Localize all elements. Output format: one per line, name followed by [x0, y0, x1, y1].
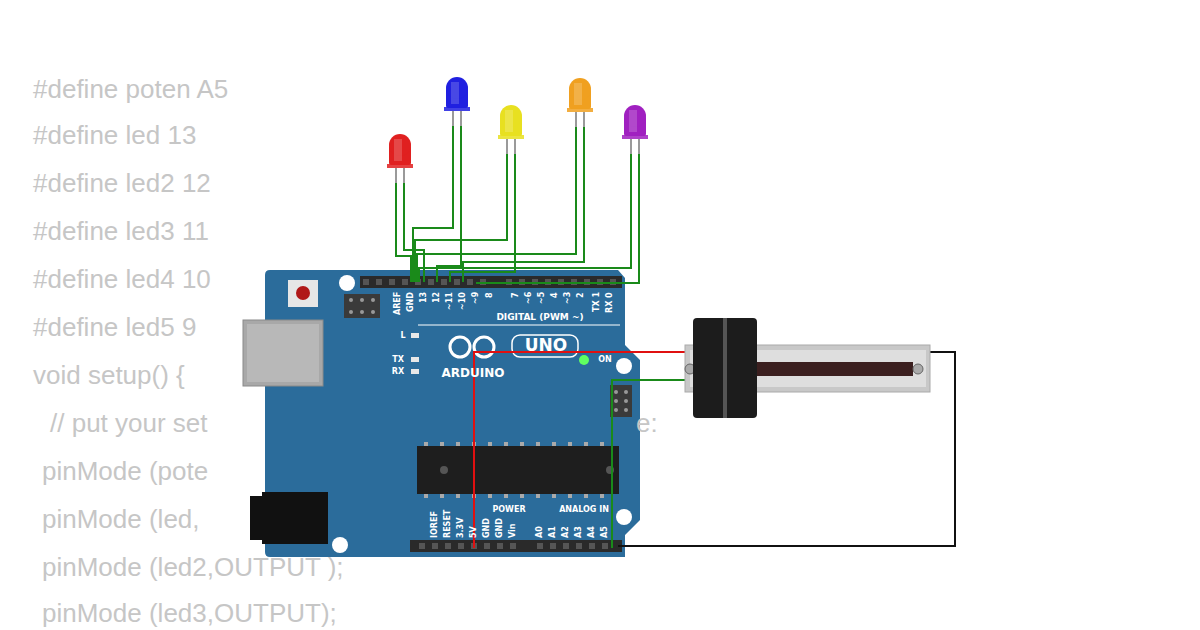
code-text: pinMode (led,	[42, 505, 200, 535]
code-text: pinMode (led2,OUTPUT );	[42, 553, 344, 583]
code-text: void setup() {	[33, 361, 185, 391]
pin-label: ~10	[458, 292, 467, 310]
pin-label: A1	[548, 526, 557, 538]
led-wire	[396, 126, 639, 283]
code-text: #define poten A5	[33, 75, 228, 105]
pin-label: A0	[535, 526, 544, 538]
code-text: #define led2 12	[33, 169, 211, 199]
pin-label: 4	[550, 292, 559, 298]
pin-label: 12	[432, 292, 441, 303]
vcc-wire	[474, 352, 686, 548]
pin-label: Vin	[508, 524, 517, 539]
code-text: #define led4 10	[33, 265, 211, 295]
code-text: pinMode (pote	[42, 457, 208, 487]
pin-label: RESET	[443, 510, 452, 538]
pin-label: TX 1	[592, 292, 601, 312]
icsp-header	[610, 385, 632, 417]
red-led	[387, 134, 413, 183]
code-text: pinMode (led3,OUTPUT);	[42, 599, 337, 629]
slider-knob	[693, 318, 757, 418]
pin-label: A4	[587, 526, 596, 538]
pin-label: ~6	[524, 292, 533, 304]
pin-label: ~11	[445, 292, 454, 310]
code-text: #define led5 9	[33, 313, 196, 343]
pin-label: 3.3V	[456, 518, 465, 538]
board-label: ARDUINO	[442, 367, 505, 381]
signal-wire	[612, 380, 686, 548]
pin-label: AREF	[393, 292, 402, 315]
pin-label: 8	[485, 292, 494, 298]
pin-label: GND	[495, 518, 504, 538]
yellow-led	[498, 105, 524, 154]
icsp-header	[344, 294, 380, 318]
pin-label: 5V	[469, 526, 478, 538]
pin-label: ~5	[537, 292, 546, 304]
pin-label: 7	[511, 292, 520, 298]
pin-label: ~9	[471, 292, 480, 304]
pin-label: ~3	[563, 292, 572, 304]
board-label: UNO	[525, 336, 567, 356]
code-text: e:	[636, 409, 658, 439]
power-led	[579, 355, 589, 365]
microcontroller-chip	[417, 446, 619, 494]
code-text: #define led3 11	[33, 217, 209, 247]
orange-led	[567, 78, 593, 127]
pin-label: GND	[406, 292, 415, 312]
code-text: #define led 13	[33, 121, 196, 151]
pin-label: 2	[576, 292, 585, 298]
pin-label: IOREF	[430, 511, 439, 538]
board-label: L	[400, 331, 405, 340]
pin-label: A2	[561, 526, 570, 538]
board-label: RX	[392, 367, 404, 376]
reset-button	[288, 280, 318, 307]
purple-led	[622, 105, 648, 154]
pin-label: GND	[482, 518, 491, 538]
pin-label: A5	[600, 526, 609, 538]
usb-port	[243, 320, 323, 386]
board-label: DIGITAL (PWM ~)	[496, 312, 583, 322]
arduino-logo	[450, 337, 494, 357]
board-label: ON	[598, 355, 612, 364]
pin-label: 13	[419, 292, 428, 303]
code-text: // put your set	[50, 409, 208, 439]
board-label: ANALOG IN	[559, 505, 609, 514]
power-analog-header	[410, 540, 622, 552]
board-label: TX	[392, 355, 404, 364]
board-label: POWER	[492, 505, 525, 514]
pin-label: A3	[574, 526, 583, 538]
blue-led	[444, 77, 470, 126]
pin-label: RX 0	[605, 292, 614, 313]
power-jack	[262, 492, 328, 544]
